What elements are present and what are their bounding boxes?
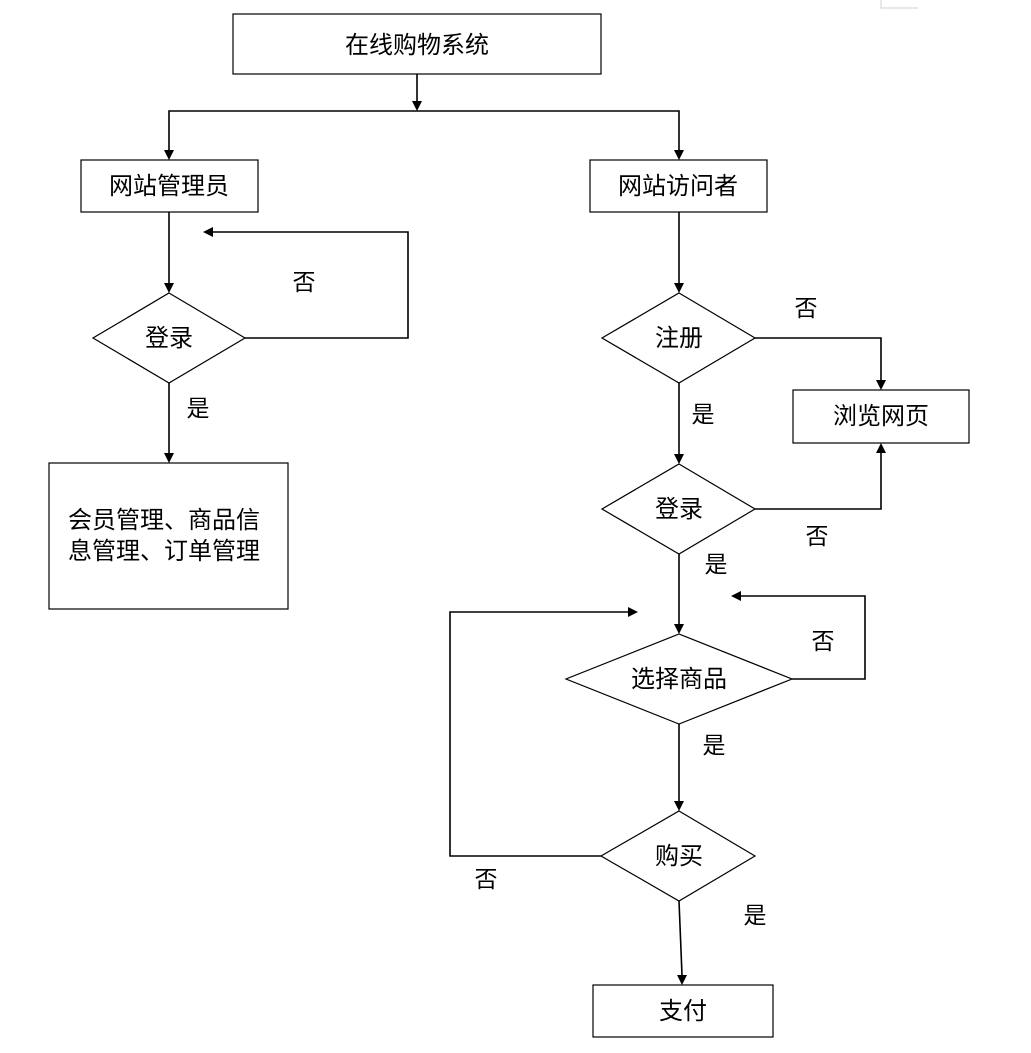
node-buy-label: 购买 [655,842,703,870]
node-visitor: 网站访问者 [589,159,768,213]
node-buy: 购买 [599,810,757,902]
node-browse-label: 浏览网页 [833,402,929,430]
edge-buy-no-loop [449,607,638,857]
label-admin-login-yes: 是 [187,396,210,422]
label-register-yes: 是 [692,402,715,428]
node-admin-label: 网站管理员 [109,172,229,200]
node-select-goods-label: 选择商品 [631,665,727,693]
edge-login-no-to-browse [755,443,886,510]
node-register: 注册 [600,292,757,384]
node-system: 在线购物系统 [232,13,602,75]
edge-register-no-to-browse [755,337,886,390]
node-admin-functions: 会员管理、商品信 息管理、订单管理 [48,462,289,610]
label-visitor-login-no: 否 [806,524,829,550]
edge-split-to-visitor [417,110,684,160]
edge-admin-login-no-loop [203,227,409,339]
label-select-yes: 是 [703,733,726,759]
node-admin-functions-line1: 会员管理、商品信 [68,506,260,534]
node-admin-login: 登录 [91,292,247,384]
node-admin: 网站管理员 [80,159,259,213]
edge-select-no-loop [731,591,866,680]
label-register-no: 否 [795,296,818,322]
node-register-label: 注册 [655,324,703,352]
edge-buy-yes-to-pay [677,900,687,985]
label-admin-login-no: 否 [293,270,316,296]
node-visitor-label: 网站访问者 [618,172,738,200]
node-visitor-login-label: 登录 [655,495,703,523]
node-select-goods: 选择商品 [564,633,794,725]
edge-register-yes-to-login [674,383,684,464]
label-select-no: 否 [812,629,835,655]
label-buy-no: 否 [475,867,498,893]
edge-admin-login-yes [164,383,174,463]
node-pay-label: 支付 [659,997,707,1025]
node-admin-functions-line2: 息管理、订单管理 [68,537,260,565]
label-visitor-login-yes: 是 [705,552,728,578]
node-pay: 支付 [592,984,774,1038]
node-visitor-login: 登录 [600,463,757,555]
node-admin-login-label: 登录 [145,324,193,352]
edge-system-to-split [412,74,422,111]
node-browse: 浏览网页 [792,389,970,444]
node-system-label: 在线购物系统 [345,31,489,59]
edge-admin-to-login [164,212,174,293]
edge-login-yes-to-select [674,554,684,634]
edge-select-yes-to-buy [674,724,684,811]
page-corner-mark [880,0,918,9]
label-buy-yes: 是 [744,903,767,929]
edge-visitor-to-register [674,212,684,293]
edge-split-to-admin [164,110,417,160]
